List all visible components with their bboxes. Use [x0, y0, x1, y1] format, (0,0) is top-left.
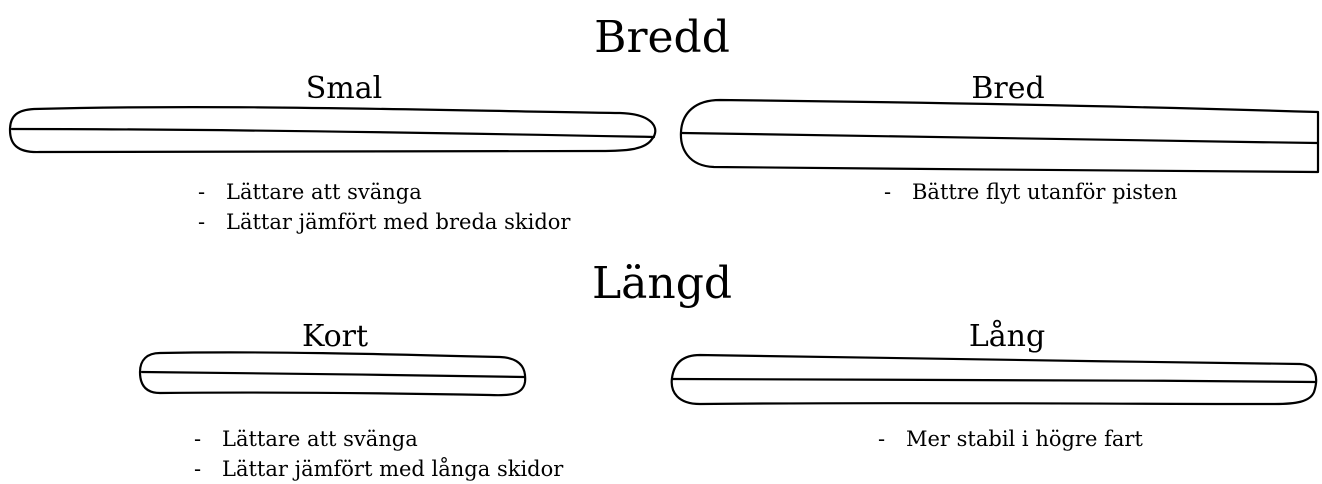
ski-short [138, 351, 527, 397]
bullet-item: Lättar jämfört med långa skidor [194, 454, 563, 484]
bullet-item: Lättare att svänga [194, 424, 563, 454]
bullet-list-kort: Lättare att svänga Lättar jämfört med lå… [194, 424, 563, 484]
label-lang: Lång [968, 319, 1046, 354]
label-smal: Smal [305, 71, 383, 106]
bullet-item: Lättar jämfört med breda skidor [198, 207, 570, 237]
section-title-langd: Längd [591, 258, 733, 309]
bullet-item: Mer stabil i högre fart [878, 424, 1143, 454]
bullet-item: Bättre flyt utanför pisten [884, 177, 1177, 207]
bullet-list-bred: Bättre flyt utanför pisten [884, 177, 1177, 207]
ski-long [670, 353, 1318, 406]
ski-wide [679, 98, 1320, 174]
bullet-list-smal: Lättare att svänga Lättar jämfört med br… [198, 177, 570, 237]
section-title-bredd: Bredd [594, 12, 730, 63]
bullet-item: Lättare att svänga [198, 177, 570, 207]
ski-narrow [8, 105, 657, 154]
bullet-list-lang: Mer stabil i högre fart [878, 424, 1143, 454]
label-bred: Bred [971, 71, 1045, 106]
label-kort: Kort [301, 319, 369, 354]
